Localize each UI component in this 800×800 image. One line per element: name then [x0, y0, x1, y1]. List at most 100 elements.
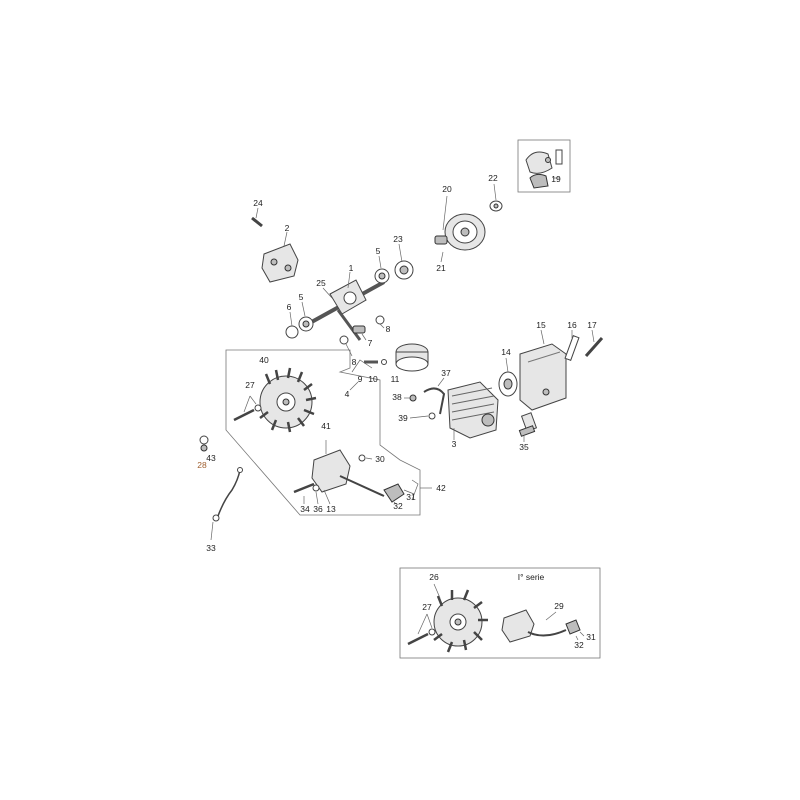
callout-6: 6: [287, 302, 292, 312]
callout-3: 3: [452, 439, 457, 449]
callout-36: 36: [313, 504, 323, 514]
clutch-inset-frame: [517, 139, 571, 193]
flywheel-nut: [199, 435, 209, 445]
callout-4: 4: [345, 389, 350, 399]
flywheel: [259, 367, 317, 433]
leader-36: [315, 491, 319, 505]
leader-27b-1: [417, 613, 428, 635]
leader-13: [323, 489, 331, 505]
callout-22: 22: [488, 173, 498, 183]
flywheel-lock-washer: [200, 444, 208, 452]
piston: [395, 343, 429, 372]
circlip: [381, 359, 387, 365]
callout-27-first-series: 27: [422, 602, 432, 612]
leader-7: [361, 333, 367, 341]
callout-30: 30: [375, 454, 385, 464]
leader-21: [440, 251, 444, 263]
piston-group-bracket: [351, 359, 373, 373]
first-series-frame: [399, 567, 601, 659]
leader-5a: [378, 255, 382, 269]
callout-20: 20: [442, 184, 452, 194]
callout-26: 26: [429, 572, 439, 582]
oil-seal-flywheel-side: [285, 325, 299, 339]
leader-30: [365, 457, 373, 460]
callout-33: 33: [206, 543, 216, 553]
leader-4: [349, 381, 359, 391]
crankshaft: [307, 279, 385, 341]
callout-38: 38: [392, 392, 402, 402]
thrust-washer-lower: [339, 335, 349, 345]
callout-39: 39: [398, 413, 408, 423]
callout-25: 25: [316, 278, 326, 288]
spark-plug-cap: [383, 483, 405, 503]
callout-2: 2: [285, 223, 290, 233]
callout-8-upper: 8: [386, 324, 391, 334]
callout-40: 40: [259, 355, 269, 365]
muffler-bolt: [584, 337, 604, 357]
leader-39: [409, 415, 429, 419]
callout-24: 24: [253, 198, 263, 208]
clutch-drum: [434, 213, 486, 251]
leader-20: [442, 195, 448, 231]
needle-bearing: [352, 325, 366, 334]
leader-32a: [393, 501, 397, 505]
callout-5-drive: 5: [376, 246, 381, 256]
leader-14: [505, 357, 509, 373]
stop-wire: [217, 469, 241, 517]
pin: [251, 216, 263, 228]
leader-2: [283, 231, 288, 247]
callout-32-first-series: 32: [574, 640, 584, 650]
flywheel-nut-stud: [233, 408, 255, 422]
callout-17: 17: [587, 320, 597, 330]
leader-25: [322, 287, 333, 299]
ignition-group-frame: [225, 349, 421, 516]
callout-23: 23: [393, 234, 403, 244]
crankcase-half: [261, 243, 299, 283]
cylinder: [447, 381, 499, 439]
leader-23: [398, 243, 403, 263]
callout-15: 15: [536, 320, 546, 330]
leader-8a: [379, 323, 385, 329]
callout-42: 42: [436, 483, 446, 493]
flywheel-washer: [254, 404, 262, 412]
leader-17: [591, 329, 595, 343]
callout-32-main: 32: [393, 501, 403, 511]
callout-5-flywheel: 5: [299, 292, 304, 302]
leader-22: [493, 183, 497, 201]
leader-24: [255, 207, 259, 219]
callout-9: 9: [358, 374, 363, 384]
callout-11: 11: [391, 374, 400, 384]
first-series-note: I° serie: [518, 572, 545, 582]
thrust-washer-upper: [375, 315, 385, 325]
leader-26: [433, 583, 441, 599]
leader-5b: [301, 301, 306, 317]
callout-21: 21: [436, 263, 446, 273]
coil-screw: [293, 482, 315, 494]
callout-31-first-series: 31: [586, 632, 596, 642]
callout-41: 41: [321, 421, 331, 431]
leader-1: [347, 271, 351, 289]
spark-plug: [518, 412, 538, 437]
leader-37: [437, 377, 445, 387]
spring-clip: [409, 394, 417, 402]
callout-35: 35: [519, 442, 529, 452]
leader-6: [289, 311, 293, 327]
callout-13: 13: [326, 504, 336, 514]
muffler-plate: [564, 335, 580, 361]
ignition-coil: [311, 449, 385, 497]
leader-27a-2: [249, 395, 257, 405]
callout-16: 16: [567, 320, 577, 330]
leader-27a-1: [243, 395, 251, 413]
fitting: [428, 412, 436, 420]
ignition-group-bracket: [411, 479, 419, 501]
callout-31-main: 31: [406, 492, 416, 502]
leader-33: [210, 521, 214, 541]
coil-screw-washer: [358, 454, 366, 462]
coil-spacer: [312, 484, 320, 492]
first-series-plug-cap: [565, 619, 581, 635]
callout-27-main: 27: [245, 380, 255, 390]
callout-43: 43: [206, 453, 216, 463]
callout-8-lower: 8: [352, 357, 357, 367]
